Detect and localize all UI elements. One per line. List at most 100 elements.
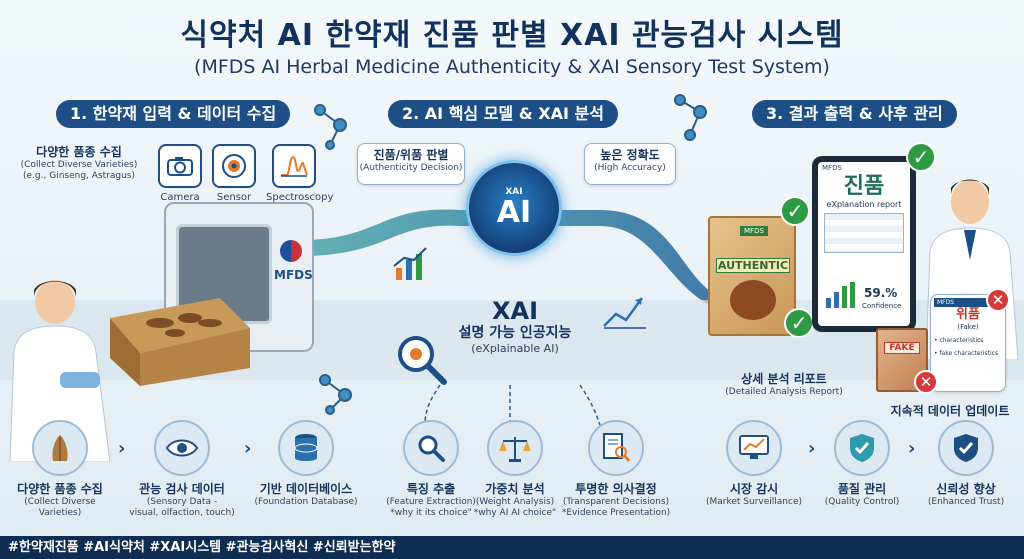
tablet-confidence: Confidence [862,302,902,310]
step-6-ko: 투명한 의사결정 [575,482,657,496]
bottom-step-2: 관능 검사 데이터 (Sensory Data - visual, olfact… [126,420,238,519]
trend-chart-icon [603,297,646,329]
check-icon: ✓ [906,142,936,172]
step-5-en2: *why AI AI choice" [473,508,557,518]
flow-arrow [300,209,765,326]
fake-box-label: FAKE [884,342,920,354]
herb-tray [110,298,250,386]
page-subtitle: (MFDS AI Herbal Medicine Authenticity & … [194,56,830,78]
device-spectroscopy-label: Spectroscopy [266,192,334,203]
device-spectroscopy: Spectroscopy [266,144,334,204]
xai-connectors [424,384,601,426]
step-4-en2: *why it its choice" [390,508,472,518]
bottom-step-4: 특징 추출 (Feature Extraction) *why it its c… [376,420,486,519]
decision-en: (Authenticity Decision) [359,163,463,173]
tablet-title: 진품 [843,174,885,199]
authentic-box-label: AUTHENTIC [716,258,790,273]
update-label: 지속적 데이터 업데이트 [880,404,1020,419]
fake-card-title: 위품 [956,307,980,322]
tablet-table [824,213,904,253]
section-3-title: 3. 결과 출력 & 사후 관리 [752,100,957,128]
sensor-icon [212,144,256,188]
bottom-step-1: 다양한 품종 수집 (Collect Diverse Varieties) [8,420,112,519]
shield-check-icon [938,420,994,476]
decision-card: 진품/위품 판별 (Authenticity Decision) [357,143,465,185]
step-9-ko: 신뢰성 향상 [936,482,996,496]
document-search-icon [588,420,644,476]
fake-card-line1: • characteristics [934,337,984,344]
bottom-step-3: 기반 데이터베이스 (Foundation Database) [250,420,362,508]
step-7-ko: 시장 감시 [729,482,779,496]
fake-card-line2: • fake characteristics [934,350,999,357]
scientist-left [9,280,111,462]
spectroscopy-icon [272,144,316,188]
camera-icon [158,144,202,188]
fake-card-header: MFDS [934,298,1002,307]
eye-icon [154,420,210,476]
tablet-bar-chart-icon [826,282,855,308]
tablet-report: eXplanation report [826,200,902,209]
step-7-en1: (Market Surveillance) [705,497,802,507]
section-1-title: 1. 한약재 입력 & 데이터 수집 [56,100,291,128]
magnifier-icon [403,420,459,476]
update-ko: 지속적 데이터 업데이트 [890,404,1010,418]
x-icon: ✕ [914,370,938,394]
chevron-right-icon: › [244,438,252,459]
tablet-brand: MFDS [822,164,842,172]
page-title: 식약처 AI 한약재 진품 판별 XAI 관능검사 시스템 [180,18,844,53]
check-icon: ✓ [780,196,810,226]
xai-en: (eXplainable AI) [471,342,559,355]
monitor-chart-icon [726,420,782,476]
step-3-ko: 기반 데이터베이스 [259,482,353,496]
step-2-en1: (Sensory Data - [146,497,218,507]
collect-label: 다양한 품종 수집 (Collect Diverse Varieties) (e… [14,145,144,182]
step-5-ko: 가중치 분석 [485,482,545,496]
report-label: 상세 분석 리포트 (Detailed Analysis Report) [724,372,844,398]
korea-emblem-icon [280,240,302,262]
step-3-en1: (Foundation Database) [254,497,358,507]
collect-title: 다양한 품종 수집 [36,145,122,159]
bottom-step-6: 투명한 의사결정 (Transparent Decisions) *Eviden… [556,420,676,519]
ai-core-label: AI [496,195,532,230]
collect-en2: (e.g., Ginseng, Astragus) [23,171,135,181]
device-camera-label: Camera [160,192,200,203]
herb-icon [32,420,88,476]
device-camera: Camera [158,144,202,204]
ai-core: XAI AI [466,160,562,256]
bottom-step-9: 신뢰성 향상 (Enhanced Trust) [914,420,1018,508]
collect-en1: (Collect Diverse Varieties) [20,160,138,170]
step-4-en1: (Feature Extraction) [386,497,476,507]
bar-chart-icon [393,247,427,280]
shield-check-icon [834,420,890,476]
device-sensor-label: Sensor [216,192,252,203]
xai-block: XAI 설명 가능 인공지능 (eXplainable AI) [450,298,580,356]
tablet-percent: 59.% [864,286,898,300]
scale-icon [487,420,543,476]
database-icon [278,420,334,476]
step-5-en1: (Weight Analysis) [475,497,555,507]
step-9-en1: (Enhanced Trust) [927,497,1005,507]
ai-core-xai: XAI [505,187,523,197]
step-6-en1: (Transparent Decisions) [562,497,670,507]
bottom-step-7: 시장 감시 (Market Surveillance) [702,420,806,508]
step-6-en2: *Evidence Presentation) [561,508,671,518]
hashtag-footer: #한약재진품 #AI식약처 #XAI시스템 #관능검사혁신 #신뢰받는한약 [0,536,1024,559]
machine-label: MFDS [274,268,313,282]
step-4-ko: 특징 추출 [406,482,456,496]
device-icons: Camera Sensor Spectroscopy [158,144,333,204]
tablet-screen: MFDS 진품 eXplanation report 59.% Confiden… [818,162,910,326]
tablet-device: MFDS 진품 eXplanation report 59.% Confiden… [812,156,916,332]
bottom-steps: 다양한 품종 수집 (Collect Diverse Varieties) › … [0,420,1024,532]
report-en: (Detailed Analysis Report) [725,387,843,397]
bottom-step-5: 가중치 분석 (Weight Analysis) *why AI AI choi… [460,420,570,519]
step-8-en1: (Quality Control) [824,497,900,507]
chevron-right-icon: › [118,438,126,459]
fake-card-en: (Fake) [957,323,979,331]
step-1-en1: (Collect Diverse [24,497,96,507]
step-1-en2: Varieties) [38,508,82,518]
decision-ko: 진품/위품 판별 [373,148,449,162]
mushroom-image [730,280,776,320]
section-2-title: 2. AI 핵심 모델 & XAI 분석 [388,100,618,128]
chevron-right-icon: › [808,438,816,459]
xai-title: XAI [491,297,538,325]
